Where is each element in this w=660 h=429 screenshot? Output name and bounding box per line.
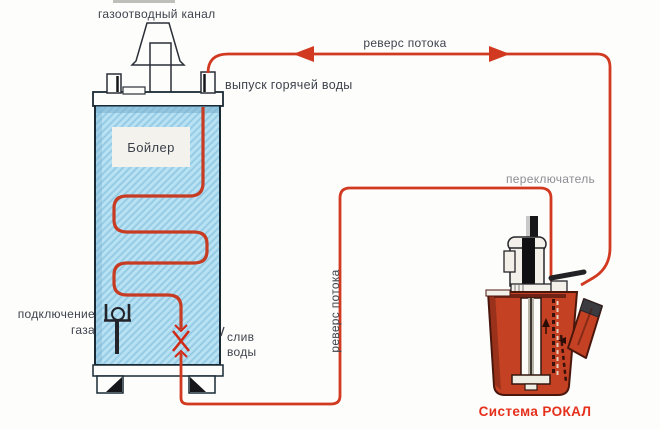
rocal-pump-unit [485,216,603,396]
flue-label: газоотводный канал [98,7,216,21]
heating-coil-pipe [112,107,209,329]
cold-stub-icon [106,73,122,94]
boiler-top-plate [92,91,224,107]
switch-label: переключатель [506,172,596,186]
pipe-hot-water-top [206,52,612,287]
flue-duct [149,42,172,94]
gas-connection-label-line1: подключение [17,307,95,321]
boiler-name-badge: Бойлер [112,127,190,167]
pump-level-rods [542,299,568,383]
pump-motor-icon [503,216,553,293]
top-fitting-box [122,86,146,95]
flow-arrow-left-icon [293,46,314,62]
boiler-base [92,364,224,377]
draft-hood-icon [130,22,186,66]
hot-water-stub-icon [200,71,216,94]
gas-connection-label-line2: газа [70,323,95,337]
flow-arrow-right-icon [489,46,510,62]
system-name-label: Система РОКАЛ [478,404,592,419]
drain-label-line1: слив [227,330,255,344]
chimney-icon [130,22,186,94]
drain-label-tick [220,326,225,337]
drain-label-line2: воды [227,345,257,359]
scan-artifact [113,0,175,3]
drain-label: слив воды [227,330,277,360]
gas-burner-icon [104,304,131,354]
pump-up-arrow-icon [542,318,550,327]
pipe-return [179,186,553,406]
pump-left-arrow-icon [558,337,566,344]
drain-valve-icon [171,324,191,358]
gas-connection-label: подключение газа [5,306,95,338]
switch-lever-icon [548,269,587,293]
reverse-flow-top-label: реверс потока [363,36,447,50]
boiler-unit [92,22,225,394]
reverse-flow-vertical-label: реверс потока [328,269,342,353]
boiler-foot-right [188,375,216,394]
hot-water-outlet-label: выпуск горячей воды [225,78,353,92]
pipe-circuit [179,46,612,406]
boiler-foot-left [96,375,124,394]
pump-inner-tube [511,297,551,391]
pump-spout-icon [567,298,603,359]
